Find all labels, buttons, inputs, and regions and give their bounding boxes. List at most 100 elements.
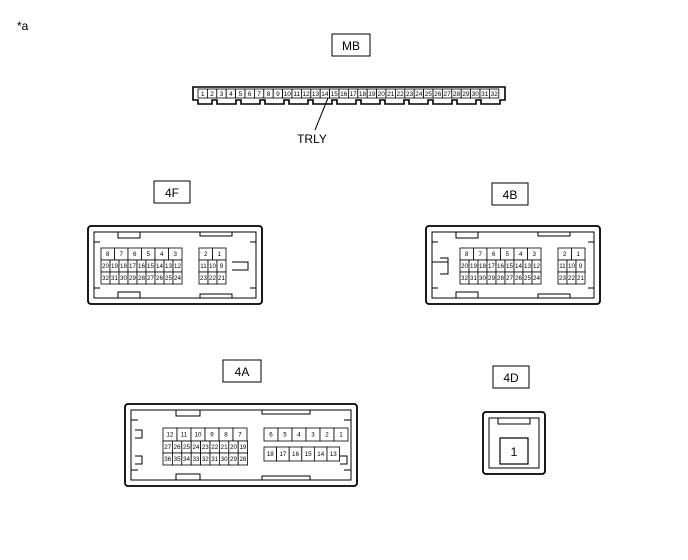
4b-pin-15: 15 xyxy=(506,263,513,270)
4a-pin-11: 11 xyxy=(181,432,188,439)
mb-pin-10: 10 xyxy=(284,91,292,98)
4f-pin-17: 17 xyxy=(129,263,136,270)
4b-pin-12: 12 xyxy=(533,263,540,270)
connector-4f-latch xyxy=(232,261,249,271)
4b-pin-24-cell xyxy=(531,271,542,285)
4f-pin-31: 31 xyxy=(111,275,118,282)
mb-pin-24: 24 xyxy=(415,91,423,98)
mb-pin-30: 30 xyxy=(472,91,480,98)
connector-4d-label: 4D xyxy=(503,371,519,385)
4f-pin-27: 27 xyxy=(147,275,154,282)
4a-pin-6: 6 xyxy=(269,432,273,439)
4f-pin-29: 29 xyxy=(129,275,136,282)
4b-pin-24: 24 xyxy=(533,275,540,282)
4b-pin-16: 16 xyxy=(497,263,504,270)
4b-pin-9: 9 xyxy=(579,263,583,270)
4f-pin-21: 21 xyxy=(218,275,225,282)
mb-pin-19: 19 xyxy=(368,91,376,98)
4f-pin-10: 10 xyxy=(209,263,216,270)
mb-pin-8: 8 xyxy=(267,91,271,98)
4b-pin-27: 27 xyxy=(506,275,513,282)
mb-pin-12: 12 xyxy=(302,91,310,98)
mb-pin-23: 23 xyxy=(406,91,414,98)
connector-4b-latch xyxy=(432,257,449,275)
mb-pin-18: 18 xyxy=(359,91,367,98)
4a-pin-34: 34 xyxy=(183,456,190,463)
4f-pin-8: 8 xyxy=(106,251,110,258)
4b-pin-4: 4 xyxy=(519,251,523,258)
trly-leader-line xyxy=(314,97,329,131)
4b-pin-5: 5 xyxy=(506,251,510,258)
4f-pin-4: 4 xyxy=(160,251,164,258)
4b-pin-26: 26 xyxy=(515,275,522,282)
mb-pin-7: 7 xyxy=(257,91,261,98)
4f-pin-32: 32 xyxy=(102,275,109,282)
4a-pin-1-cell xyxy=(333,427,349,442)
4f-pin-7: 7 xyxy=(120,251,124,258)
connector-4b-inner-frame xyxy=(431,231,595,299)
4a-pin-35: 35 xyxy=(174,456,181,463)
mb-pin-15: 15 xyxy=(331,91,339,98)
connector-4b-label-box xyxy=(491,182,529,206)
4b-pin-14: 14 xyxy=(515,263,522,270)
4f-pin-1: 1 xyxy=(218,251,222,258)
4b-pin-17: 17 xyxy=(488,263,495,270)
4b-pin-31: 31 xyxy=(470,275,477,282)
4f-pin-3: 3 xyxy=(174,251,178,258)
4b-pin-28: 28 xyxy=(497,275,504,282)
4a-pin-7: 7 xyxy=(238,432,242,439)
mb-pin-20: 20 xyxy=(378,91,386,98)
mb-pin-25: 25 xyxy=(425,91,433,98)
4a-pin-4: 4 xyxy=(297,432,301,439)
4a-pin-13: 13 xyxy=(330,451,337,458)
mb-pin-21: 21 xyxy=(387,91,395,98)
4b-pin-6: 6 xyxy=(492,251,496,258)
4a-pin-17: 17 xyxy=(279,451,286,458)
connector-4d-label-box xyxy=(492,365,530,389)
4b-pin-22: 22 xyxy=(568,275,575,282)
4a-pin-16: 16 xyxy=(292,451,299,458)
4f-pin-19: 19 xyxy=(111,263,118,270)
mb-pin-3: 3 xyxy=(220,91,224,98)
4f-pin-2: 2 xyxy=(204,251,208,258)
connector-4d: 4D 1 xyxy=(482,365,546,475)
connector-4a-label-box xyxy=(222,359,262,383)
4f-pin-11: 11 xyxy=(200,263,207,270)
mb-pin-4: 4 xyxy=(229,91,233,98)
mb-pin-6: 6 xyxy=(248,91,252,98)
mb-pin-26: 26 xyxy=(434,91,442,98)
4a-pin-18: 18 xyxy=(267,451,274,458)
4f-pin-24: 24 xyxy=(174,275,181,282)
4a-pin-26: 26 xyxy=(174,444,181,451)
4b-pin-32: 32 xyxy=(461,275,468,282)
4a-pin-21: 21 xyxy=(221,444,228,451)
mb-pin-16: 16 xyxy=(340,91,348,98)
4a-pin-13-cell xyxy=(326,446,341,462)
4a-pin-5: 5 xyxy=(283,432,287,439)
4b-pin-18: 18 xyxy=(479,263,486,270)
4f-pin-5: 5 xyxy=(147,251,151,258)
4f-pin-16: 16 xyxy=(138,263,145,270)
mb-pin-17: 17 xyxy=(349,91,357,98)
4f-pin-18: 18 xyxy=(120,263,127,270)
4a-pin-28: 28 xyxy=(239,456,246,463)
4a-pin-14: 14 xyxy=(317,451,324,458)
4b-pin-30: 30 xyxy=(479,275,486,282)
connector-4d-inner-frame xyxy=(488,417,540,469)
4a-pin-32: 32 xyxy=(202,456,209,463)
4b-pin-19: 19 xyxy=(470,263,477,270)
connector-4a-guides xyxy=(135,429,348,465)
4f-pin-24-cell xyxy=(172,271,183,285)
4a-pin-27: 27 xyxy=(164,444,171,451)
4b-pin-10: 10 xyxy=(568,263,575,270)
4b-pin-3: 3 xyxy=(533,251,537,258)
4a-pin-29: 29 xyxy=(230,456,237,463)
connector-4b-label: 4B xyxy=(503,188,518,202)
connector-4f-inner-frame xyxy=(93,231,257,299)
4a-pin-9: 9 xyxy=(210,432,214,439)
4f-pin-14: 14 xyxy=(156,263,163,270)
